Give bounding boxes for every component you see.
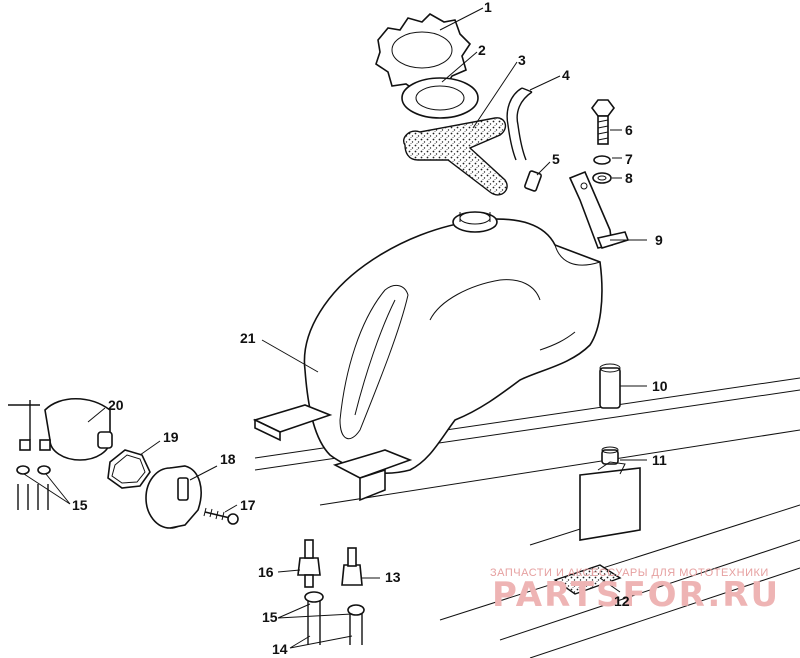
grommet [601,446,619,465]
fuel-pump [8,398,113,461]
callout-18: 18 [220,451,236,467]
screw [203,507,239,525]
callout-17: 17 [240,497,256,513]
callout-14: 14 [272,641,288,657]
fuel-cap [375,13,472,93]
fuel-valve [341,547,363,586]
pump-gasket [107,449,151,489]
callout-11: 11 [652,452,667,468]
callout-1: 1 [484,0,492,15]
pump-housing [145,465,202,529]
lock-washer [593,155,611,165]
vent-hose [506,87,533,161]
callout-16: 16 [258,564,274,580]
callout-12: 12 [614,593,630,609]
fuel-lines [304,591,365,645]
callout-15-lower: 15 [262,609,278,625]
callout-15: 15 [72,497,88,513]
callout-8: 8 [625,170,633,186]
callout-4: 4 [562,67,570,83]
callout-13: 13 [385,569,401,585]
callout-numbers: 1 2 3 4 5 6 7 8 9 10 11 12 13 14 15 16 1… [72,0,668,657]
callout-3: 3 [518,52,526,68]
watermark-tagline: ЗАПЧАСТИ И АКСЕССУАРЫ ДЛЯ МОТОТЕХНИКИ [490,567,769,579]
fuel-tank [303,211,603,474]
callout-5: 5 [552,151,560,167]
washer [592,172,612,184]
vent-fitting [524,170,542,192]
callout-10: 10 [652,378,668,394]
spacer [599,363,621,409]
pump-hoses [16,465,51,510]
frame-mount [553,461,641,595]
tank-pads [252,404,413,502]
cap-gasket [401,77,479,119]
callout-7: 7 [625,151,633,167]
watermark-brand: PARTSFOR.RU [492,575,780,615]
bolt [591,99,615,145]
callout-19: 19 [163,429,179,445]
callout-20: 20 [108,397,124,413]
callout-21: 21 [240,330,256,346]
foam-pad [403,117,508,196]
leader-lines [23,7,647,649]
callout-6: 6 [625,122,633,138]
watermark: ЗАПЧАСТИ И АКСЕССУАРЫ ДЛЯ МОТОТЕХНИКИ PA… [490,567,780,615]
outlet-fitting [297,539,321,588]
callout-2: 2 [478,42,486,58]
callout-9: 9 [655,232,663,248]
